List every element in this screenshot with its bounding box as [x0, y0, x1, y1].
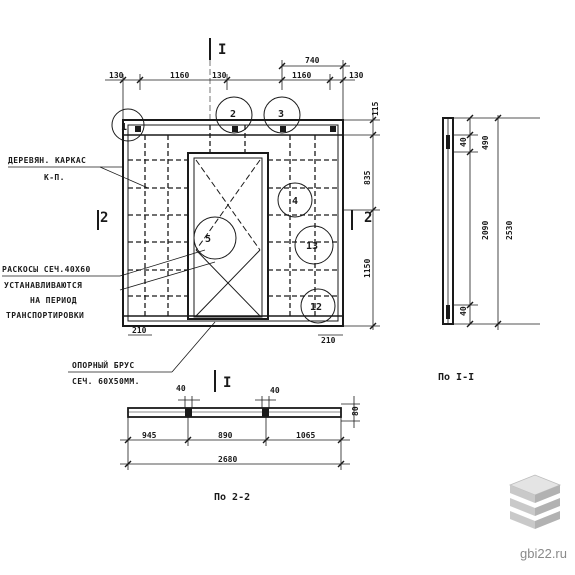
bottom-small-dims: 210 210: [128, 326, 343, 345]
svg-text:40: 40: [459, 306, 468, 316]
stacked-slabs-icon: [508, 474, 562, 529]
callout-3: 3: [263, 96, 301, 134]
watermark: gbi22.ru: [520, 546, 567, 561]
dim-right-3: 1150: [363, 259, 372, 278]
svg-text:ОПОРНЫЙ БРУС: ОПОРНЫЙ БРУС: [72, 359, 135, 370]
braces-label: РАСКОСЫ СЕЧ.40Х60 УСТАНАВЛИВАЮТСЯ НА ПЕР…: [2, 249, 216, 320]
callout-4: 4: [277, 182, 313, 218]
frame-label: ДЕРЕВЯН. КАРКАС К-П.: [8, 156, 149, 189]
dim-top-2: 1160: [170, 71, 189, 80]
section-mark-top: I: [218, 42, 226, 58]
svg-text:РАСКОСЫ СЕЧ.40Х60: РАСКОСЫ СЕЧ.40Х60: [2, 265, 91, 274]
caption-side: По I-I: [438, 372, 474, 383]
svg-text:ТРАНСПОРТИРОВКИ: ТРАНСПОРТИРОВКИ: [6, 311, 84, 320]
svg-text:40: 40: [459, 137, 468, 147]
callout-12: 12: [300, 288, 336, 324]
svg-text:СЕЧ. 60Х50ММ.: СЕЧ. 60Х50ММ.: [72, 377, 140, 386]
top-dimensions: 130 1160 130 740 1160 130: [105, 56, 364, 120]
dim-top-1: 130: [109, 71, 124, 80]
svg-text:ДЕРЕВЯН. КАРКАС: ДЕРЕВЯН. КАРКАС: [8, 156, 86, 165]
dim-top-3: 130: [212, 71, 227, 80]
plan-section: 40 40 80 945 890 1065 2680 По 2-2: [120, 384, 360, 503]
section-right: 2: [364, 210, 372, 226]
svg-text:945: 945: [142, 431, 157, 440]
svg-text:2090: 2090: [481, 221, 490, 240]
svg-text:3: 3: [278, 109, 284, 120]
beam-label: ОПОРНЫЙ БРУС СЕЧ. 60Х50ММ.: [68, 321, 216, 386]
svg-text:2530: 2530: [505, 221, 514, 240]
svg-text:12: 12: [310, 302, 322, 313]
svg-text:80: 80: [351, 406, 360, 416]
svg-text:4: 4: [292, 196, 298, 207]
dim-right-1: 115: [371, 101, 380, 116]
svg-text:2: 2: [230, 109, 236, 120]
svg-text:1: 1: [121, 122, 127, 133]
dim-top-5: 1160: [292, 71, 311, 80]
svg-text:УСТАНАВЛИВАЮТСЯ: УСТАНАВЛИВАЮТСЯ: [4, 281, 82, 290]
callout-2: 2: [215, 96, 253, 134]
svg-text:490: 490: [481, 135, 490, 150]
section-mark-bottom: I: [223, 375, 231, 391]
caption-bottom: По 2-2: [214, 492, 250, 503]
side-section: 40 490 2090 40 2530 По I-I: [438, 114, 540, 383]
svg-text:К-П.: К-П.: [44, 173, 65, 182]
front-view: 1 2 3 4 5 13 12 2 2: [97, 38, 372, 392]
dim-top-4: 740: [305, 56, 320, 65]
section-left: 2: [100, 210, 108, 226]
svg-text:НА ПЕРИОД: НА ПЕРИОД: [30, 296, 77, 305]
dim-right-2: 835: [363, 170, 372, 185]
svg-text:210: 210: [132, 326, 147, 335]
callout-1: 1: [111, 108, 145, 142]
callout-13: 13: [294, 225, 334, 265]
svg-text:13: 13: [306, 241, 318, 252]
svg-text:210: 210: [321, 336, 336, 345]
svg-text:2680: 2680: [218, 455, 237, 464]
dim-top-6: 130: [349, 71, 364, 80]
callout-5: 5: [193, 216, 237, 260]
svg-text:40: 40: [176, 384, 186, 393]
svg-text:5: 5: [205, 234, 211, 245]
svg-text:1065: 1065: [296, 431, 315, 440]
svg-text:890: 890: [218, 431, 233, 440]
svg-text:40: 40: [270, 386, 280, 395]
right-dimensions: 115 835 1150: [343, 101, 380, 330]
